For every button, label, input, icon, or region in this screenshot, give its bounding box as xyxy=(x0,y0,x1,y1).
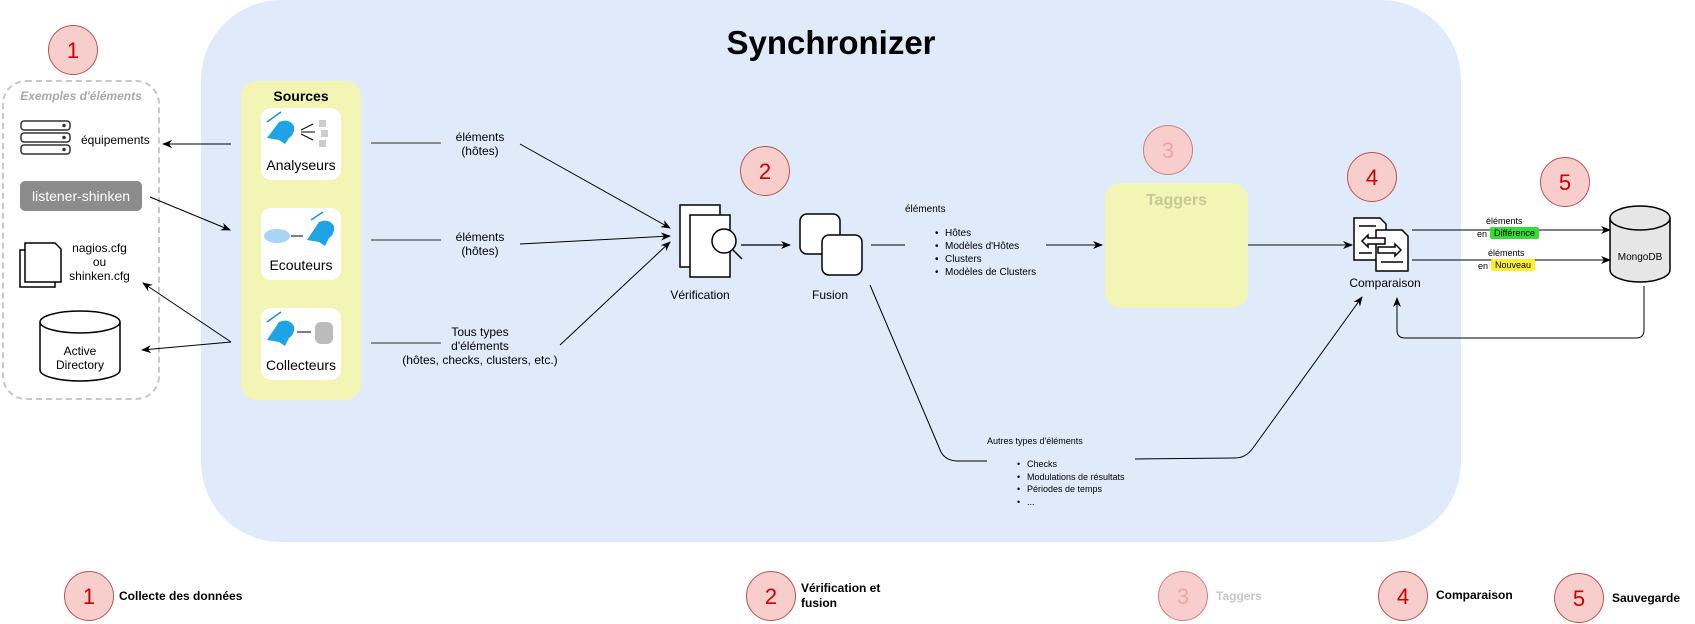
diagram-title: Synchronizer xyxy=(726,24,936,61)
analyzer-ninja-icon xyxy=(266,111,328,147)
taggers-box xyxy=(1105,183,1248,308)
mongodb-label: MongoDB xyxy=(1617,252,1663,263)
source-ecouteurs: Ecouteurs xyxy=(261,208,341,280)
diff-output-label: éléments xyxy=(1486,216,1523,226)
list-item: Clusters xyxy=(935,253,1036,266)
flow-line: d'éléments xyxy=(451,339,509,353)
equipment-label: équipements xyxy=(81,133,150,147)
cfg-line-2: ou xyxy=(92,255,107,269)
cfg-files-label: nagios.cfg ou shinken.cfg xyxy=(62,241,137,283)
difference-tag: Différence xyxy=(1490,227,1539,239)
legend-badge-5: 5 xyxy=(1554,573,1604,623)
list-item: Modèles d'Hôtes xyxy=(935,240,1036,253)
new-output-label: éléments xyxy=(1488,248,1525,258)
step-badge-3: 3 xyxy=(1143,125,1193,175)
legend-text-5: Sauvegarde xyxy=(1612,591,1681,605)
flow-line: Tous types xyxy=(451,325,509,339)
step-badge-4: 4 xyxy=(1347,152,1397,202)
mongodb-database-icon xyxy=(1609,205,1671,283)
cfg-line-1: nagios.cfg xyxy=(72,241,127,255)
flow-line: (hôtes) xyxy=(461,244,499,258)
step-badge-1: 1 xyxy=(48,25,98,75)
other-list-title: Autres types d'éléments xyxy=(987,436,1083,446)
cfg-line-3: shinken.cfg xyxy=(69,269,130,283)
list-item: Modulations de résultats xyxy=(1017,471,1125,484)
source-collecteurs: Collecteurs xyxy=(261,308,341,380)
server-stack-icon xyxy=(20,120,71,155)
fusion-label: Fusion xyxy=(811,288,849,302)
source-label: Collecteurs xyxy=(265,357,337,373)
legend-text-4: Comparaison xyxy=(1436,588,1513,602)
flow-line: éléments xyxy=(455,130,505,144)
flow-line: éléments xyxy=(455,230,505,244)
comparison-icon xyxy=(1353,217,1409,272)
diff-output-en: en xyxy=(1477,229,1488,239)
examples-title: Exemples d'éléments xyxy=(20,89,142,103)
elements-list: Hôtes Modèles d'Hôtes Clusters Modèles d… xyxy=(935,227,1036,279)
comparaison-label: Comparaison xyxy=(1349,276,1421,290)
source-label: Analyseurs xyxy=(266,157,336,173)
list-item: Checks xyxy=(1017,458,1125,471)
listener-shinken-box: listener-shinken xyxy=(20,181,142,211)
examples-group xyxy=(2,80,160,400)
verification-icon xyxy=(679,204,743,278)
list-item: Modèles de Clusters xyxy=(935,266,1036,279)
collector-ninja-database-icon xyxy=(266,311,333,346)
legend-badge-1: 1 xyxy=(64,571,114,621)
step-badge-2: 2 xyxy=(740,146,790,196)
flow-line: (hôtes) xyxy=(461,144,499,158)
flow-label-collecteurs: Tous types d'éléments (hôtes, checks, cl… xyxy=(400,325,560,367)
ad-line-2: Directory xyxy=(55,358,104,372)
list-item: Hôtes xyxy=(935,227,1036,240)
source-analyseurs: Analyseurs xyxy=(261,108,341,180)
step-badge-5: 5 xyxy=(1540,157,1590,207)
list-item: ... xyxy=(1017,496,1125,509)
flow-label-analyseurs: éléments (hôtes) xyxy=(440,130,520,158)
list-item: Périodes de temps xyxy=(1017,483,1125,496)
elements-list-title: éléments xyxy=(905,204,946,215)
other-types-list: Checks Modulations de résultats Périodes… xyxy=(1017,458,1125,508)
legend-text-2: Vérification et fusion xyxy=(801,581,881,610)
new-output-en: en xyxy=(1478,261,1489,271)
active-directory-database-icon xyxy=(39,310,121,382)
legend-badge-4: 4 xyxy=(1378,571,1428,621)
fusion-icon xyxy=(799,213,863,276)
active-directory-label: Active Directory xyxy=(40,344,120,372)
nouveau-tag: Nouveau xyxy=(1491,259,1536,271)
documents-icon xyxy=(19,242,62,288)
legend-text-1: Collecte des données xyxy=(119,589,243,603)
flow-label-ecouteurs: éléments (hôtes) xyxy=(440,230,520,258)
ad-line-1: Active xyxy=(63,344,97,358)
taggers-title: Taggers xyxy=(1145,192,1208,209)
legend-badge-2: 2 xyxy=(746,571,796,621)
verification-label: Vérification xyxy=(670,288,730,302)
flow-line: (hôtes, checks, clusters, etc.) xyxy=(402,353,558,367)
listener-cloud-ninja-icon xyxy=(264,211,335,246)
source-label: Ecouteurs xyxy=(269,257,333,273)
legend-text-3: Taggers xyxy=(1216,589,1262,603)
legend-badge-3: 3 xyxy=(1158,571,1208,621)
sources-title: Sources xyxy=(273,88,329,104)
